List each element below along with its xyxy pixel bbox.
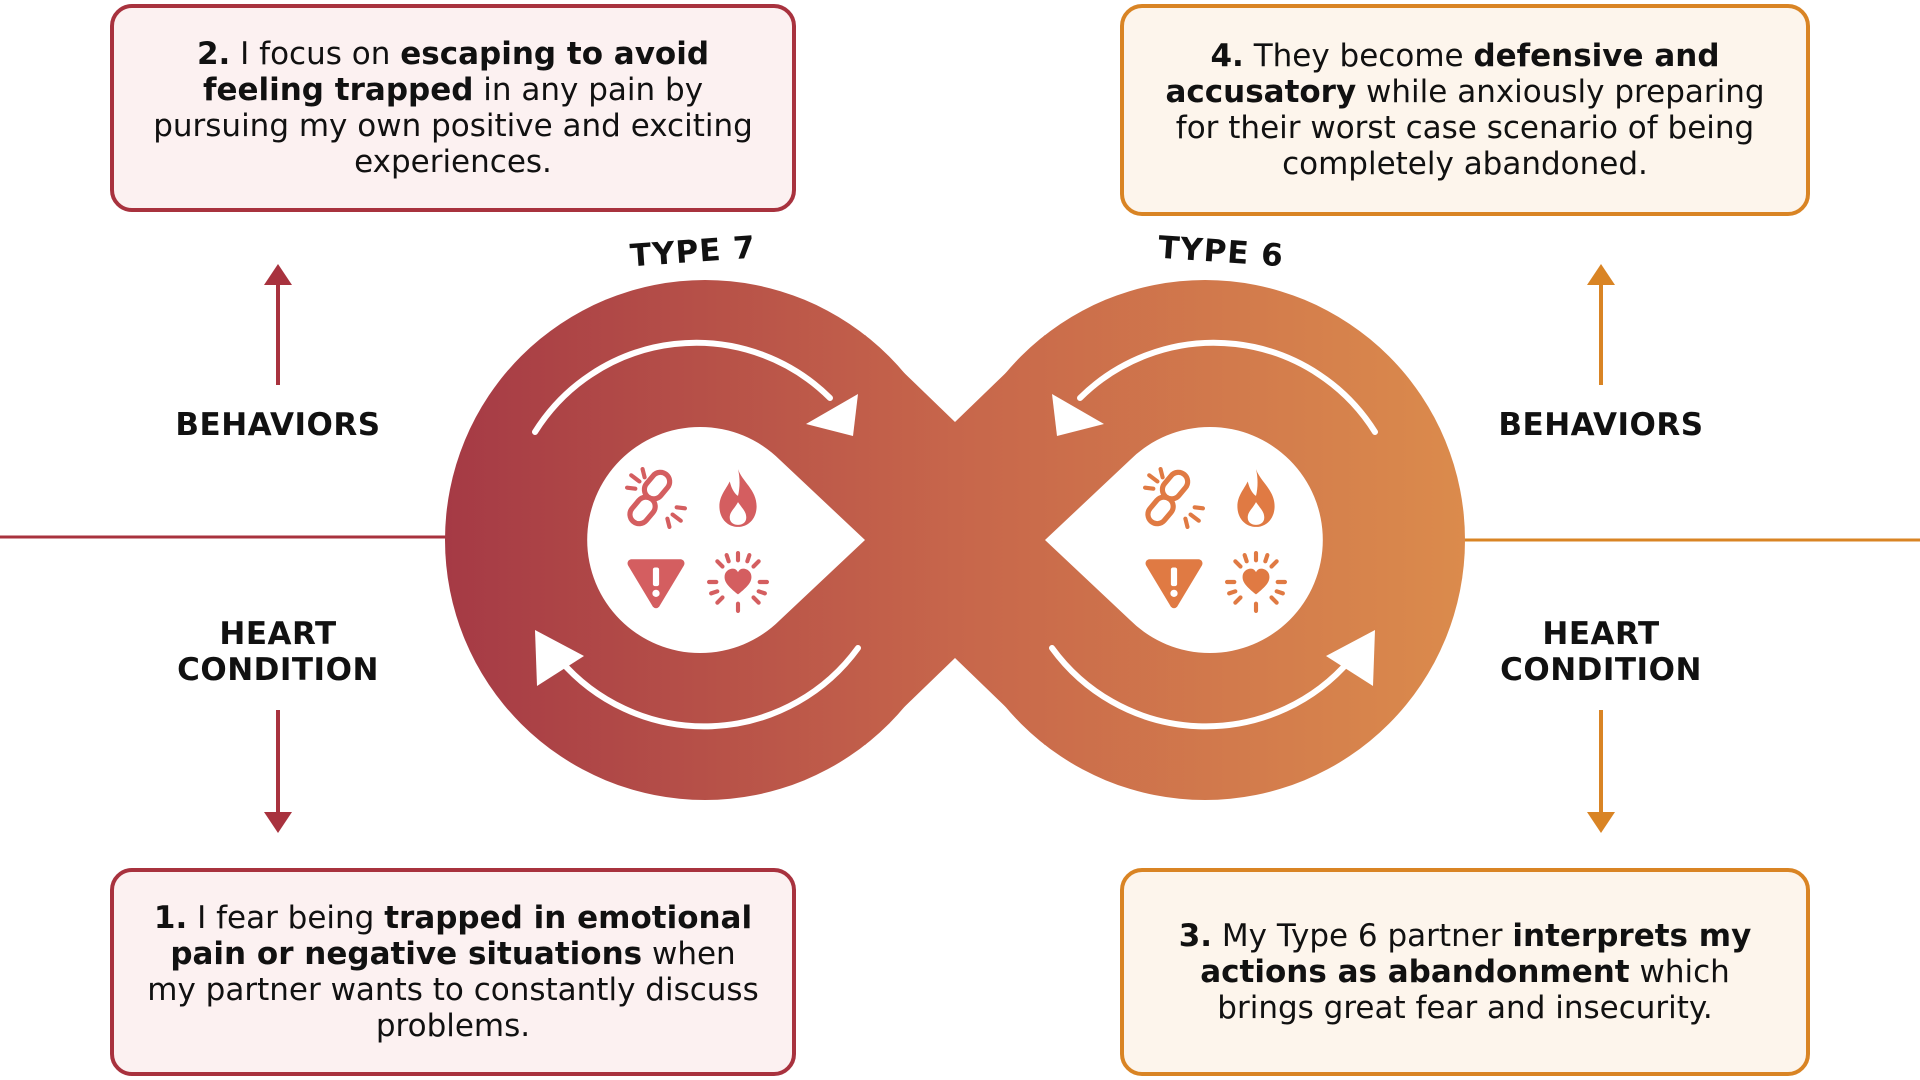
step-1-text: 1. I fear being trapped in emotional pai… [147,900,759,1044]
condition-label-line2: CONDITION [177,652,379,688]
heart-down-arrowhead-right [1587,812,1615,833]
right-top-arrow [1077,339,1378,435]
left-top-arrow [532,339,833,435]
sparkle-heart-icon [1227,553,1285,611]
left-bottom-arrow [557,645,861,730]
behaviors-label-left: BEHAVIORS [175,407,381,443]
step-4-text: 4. They become defensive and accusatory … [1165,38,1765,182]
infinity-loop [445,280,1465,800]
right-top-arrowhead [1052,394,1104,436]
heart-label-line1: HEART [219,616,337,652]
right-bottom-arrowhead [1326,630,1375,686]
behaviors-label-right: BEHAVIORS [1498,407,1704,443]
heart-condition-label-right: HEART CONDITION [1451,616,1751,688]
heart-down-arrowhead-left [264,812,292,833]
left-top-arrowhead [806,394,858,436]
step-3-text: 3. My Type 6 partner interprets my actio… [1178,918,1752,1026]
sparkle-heart-icon [709,553,767,611]
step-2-text: 2. I focus on escaping to avoid feeling … [153,36,753,180]
step-1-box: 1. I fear being trapped in emotional pai… [110,868,796,1076]
heart-label-line1: HEART [1542,616,1660,652]
right-bottom-arrow [1049,645,1353,730]
step-3-box: 3. My Type 6 partner interprets my actio… [1120,868,1810,1076]
behaviors-up-arrowhead-right [1587,264,1615,285]
behaviors-up-arrowhead-left [264,264,292,285]
heart-condition-label-left: HEART CONDITION [128,616,428,688]
step-2-box: 2. I focus on escaping to avoid feeling … [110,4,796,212]
step-4-box: 4. They become defensive and accusatory … [1120,4,1810,216]
condition-label-line2: CONDITION [1500,652,1702,688]
left-bottom-arrowhead [535,630,584,686]
right-loop-hole [1045,426,1323,653]
